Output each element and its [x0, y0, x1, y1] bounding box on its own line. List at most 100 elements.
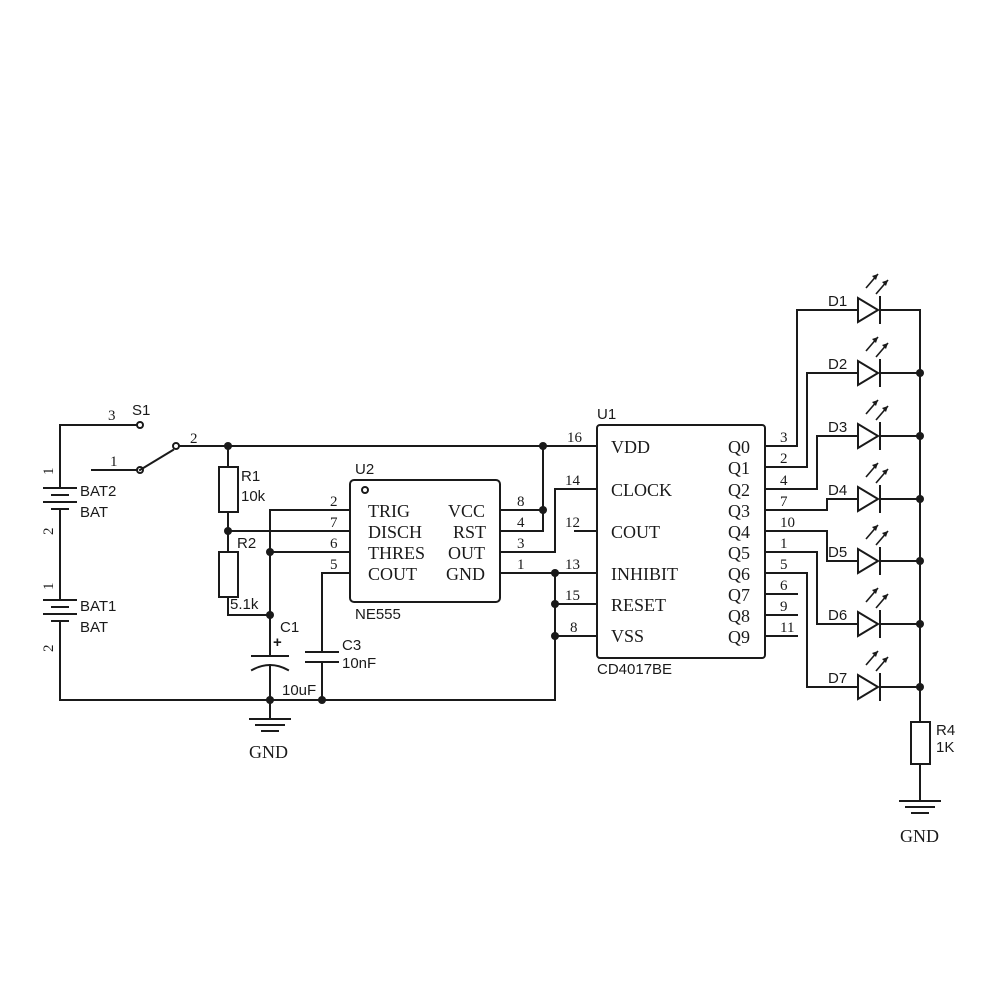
u1-pin-num-3: 3	[780, 430, 788, 446]
r4-value: 1K	[936, 739, 954, 756]
resistor-r2: R2 5.1k	[218, 535, 271, 616]
led-d7: D7	[828, 650, 921, 701]
u2-pin-trig: TRIG	[368, 501, 410, 521]
led-d6: D6	[828, 587, 921, 638]
r1-ref: R1	[241, 468, 260, 485]
u1-pin-num-8: 8	[570, 620, 578, 636]
u1-pin-q7: Q7	[728, 585, 750, 605]
c3-ref: C3	[342, 637, 361, 654]
u1-pin-q2: Q2	[728, 480, 750, 500]
u1-pin-reset: RESET	[611, 595, 666, 615]
u2-pin-num-7: 7	[330, 515, 338, 531]
junction-dots	[224, 369, 924, 704]
u1-pin-clock: CLOCK	[611, 480, 672, 500]
u1-pin-q1: Q1	[728, 458, 750, 478]
u2-pin-num-6: 6	[330, 536, 338, 552]
resistor-r1: R1 10k	[218, 445, 266, 549]
r1-value: 10k	[241, 488, 266, 505]
c3-value: 10nF	[342, 655, 376, 672]
u1-pin-cout: COUT	[611, 522, 660, 542]
u1-pin-q4: Q4	[728, 522, 750, 542]
u2-pin-disch: DISCH	[368, 522, 422, 542]
d4-ref: D4	[828, 482, 847, 499]
ic-u1-cd4017be: U1 CD4017BE VDD CLOCK COUT INHIBIT RESET…	[565, 406, 795, 678]
r4-ref: R4	[936, 722, 955, 739]
c1-polarity: +	[273, 634, 282, 651]
d5-ref: D5	[828, 544, 847, 561]
u1-pin-q0: Q0	[728, 437, 750, 457]
u1-part: CD4017BE	[597, 661, 672, 678]
u1-pin-num-16: 16	[567, 430, 583, 446]
s1-pin-1: 1	[110, 454, 118, 470]
c1-ref: C1	[280, 619, 299, 636]
u2-part: NE555	[355, 606, 401, 623]
u1-pin-q9: Q9	[728, 627, 750, 647]
u2-pin-num-8: 8	[517, 494, 525, 510]
u1-pin-q6: Q6	[728, 564, 750, 584]
u2-pin-num-4: 4	[517, 515, 525, 531]
c1-value: 10uF	[282, 682, 316, 699]
u2-pin-gnd: GND	[446, 564, 485, 584]
u2-pin-out: OUT	[448, 543, 485, 563]
d3-ref: D3	[828, 419, 847, 436]
u1-pin-num-11: 11	[780, 620, 794, 636]
u1-pin-num-10: 10	[780, 515, 795, 531]
bat2-pin-bottom: 2	[41, 528, 57, 536]
led-d1: D1	[828, 273, 921, 324]
bat2-ref: BAT2	[80, 483, 116, 500]
s1-pin-2: 2	[190, 431, 198, 447]
d6-ref: D6	[828, 607, 847, 624]
u1-pin-vdd: VDD	[611, 437, 650, 457]
u2-pin-num-1: 1	[517, 557, 525, 573]
gnd-label-right: GND	[900, 826, 939, 846]
u1-pin-num-15: 15	[565, 588, 580, 604]
u1-pin-q3: Q3	[728, 501, 750, 521]
u1-pin-num-2: 2	[780, 451, 788, 467]
u1-pin-num-13: 13	[565, 557, 580, 573]
d7-ref: D7	[828, 670, 847, 687]
gnd-symbol-right: GND	[899, 800, 941, 846]
switch-s1: S1 3 1 2	[59, 402, 554, 474]
u2-ref: U2	[355, 461, 374, 478]
led-d3: D3	[828, 399, 921, 450]
u2-pin-thres: THRES	[368, 543, 425, 563]
led-d4: D4	[828, 462, 921, 513]
u2-pin-num-5: 5	[330, 557, 338, 573]
u1-pin-num-6: 6	[780, 578, 788, 594]
d1-ref: D1	[828, 293, 847, 310]
r2-value: 5.1k	[230, 596, 259, 613]
u1-pin-inhibit: INHIBIT	[611, 564, 678, 584]
gnd-symbol-left: GND	[249, 699, 291, 762]
u2-pin-num-2: 2	[330, 494, 338, 510]
resistor-r4: R4 1K	[910, 721, 955, 801]
capacitor-c3: C3 10nF	[305, 572, 376, 701]
u1-pin-num-14: 14	[565, 473, 581, 489]
u2-pin-rst: RST	[453, 522, 486, 542]
bat1-ref: BAT1	[80, 598, 116, 615]
d2-ref: D2	[828, 356, 847, 373]
s1-pin-3: 3	[108, 408, 116, 424]
bat2-value: BAT	[80, 504, 108, 521]
u2-pin-num-3: 3	[517, 536, 525, 552]
u2-pin-cout: COUT	[368, 564, 417, 584]
u1-pin-num-7: 7	[780, 494, 788, 510]
bat1-pin-bottom: 2	[41, 645, 57, 653]
u1-pin-q8: Q8	[728, 606, 750, 626]
gnd-label-left: GND	[249, 742, 288, 762]
u2-pin-vcc: VCC	[448, 501, 485, 521]
led-d2: D2	[828, 336, 921, 387]
battery-bat2: 1 2 BAT2 BAT	[41, 424, 116, 592]
ic-u2-ne555: U2 NE555 TRIG DISCH THRES COUT VCC RST O…	[330, 461, 525, 623]
led-d5: D5	[828, 524, 921, 575]
capacitor-c1: C1 + 10uF	[250, 509, 316, 717]
battery-bat1: 1 2 BAT1 BAT	[41, 583, 116, 701]
r2-ref: R2	[237, 535, 256, 552]
bat1-value: BAT	[80, 619, 108, 636]
u1-pin-num-12: 12	[565, 515, 580, 531]
bat2-pin-top: 1	[41, 468, 57, 476]
u1-pin-num-4: 4	[780, 473, 788, 489]
u1-pin-vss: VSS	[611, 626, 644, 646]
u1-pin-q5: Q5	[728, 543, 750, 563]
s1-ref: S1	[132, 402, 150, 419]
